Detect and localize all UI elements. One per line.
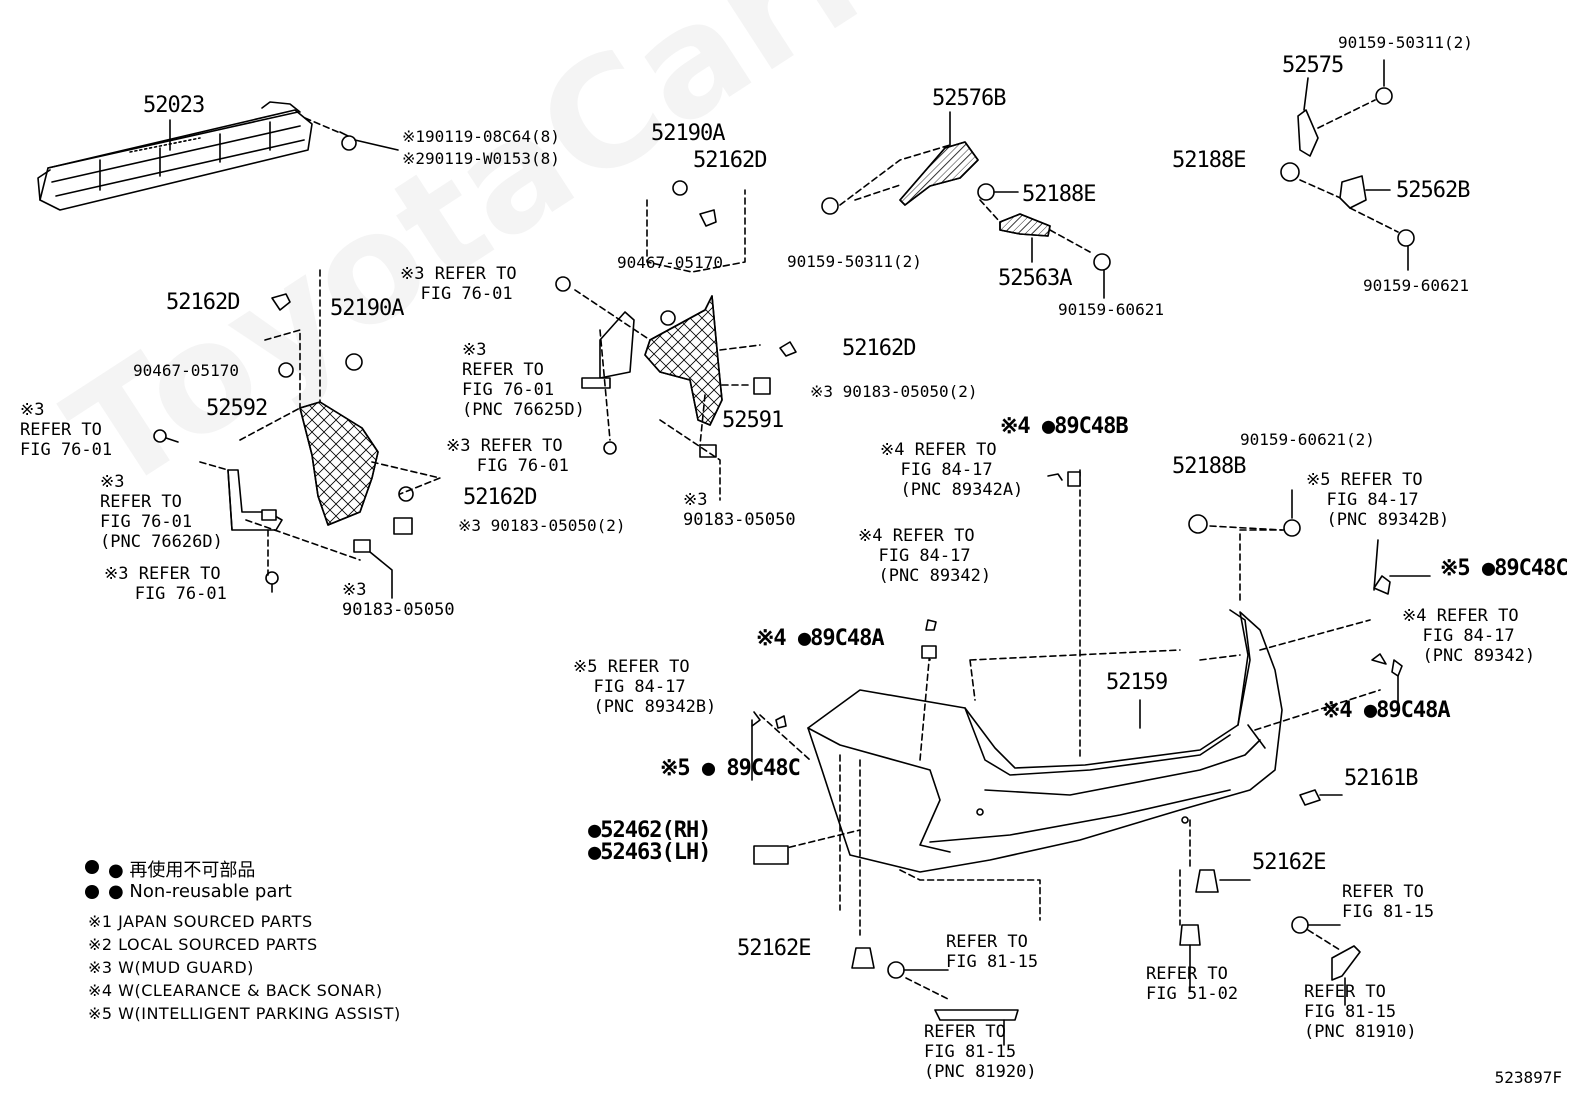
label-90159-60621-mid: 90159-60621 bbox=[1058, 300, 1164, 319]
reflectors bbox=[934, 945, 1361, 1046]
label-52462-52463: ●52462(RH) ●52463(LH) bbox=[588, 818, 711, 865]
legend-note-2: ※2 LOCAL SOURCED PARTS bbox=[88, 935, 318, 954]
figure-code: 523897F bbox=[1494, 1068, 1562, 1087]
ref-fig-81-15-right: REFER TO FIG 81-15 bbox=[1342, 882, 1435, 922]
ref-fig-51-02: REFER TO FIG 51-02 bbox=[1146, 964, 1239, 1004]
label-52575: 52575 bbox=[1282, 53, 1344, 78]
label-90183-05050-2-right: ※3 90183-05050(2) bbox=[810, 382, 978, 401]
ref-pnc-81910: REFER TO FIG 81-15 (PNC 81910) bbox=[1304, 982, 1417, 1042]
mud-guard-left bbox=[227, 469, 283, 531]
label-90467-05170-top: 90467-05170 bbox=[617, 253, 723, 272]
label-52562B: 52562B bbox=[1396, 178, 1470, 203]
push-clips-52162E bbox=[851, 869, 1341, 1001]
ref3-fig-76-01-d: ※3 REFER TO FIG 76-01 bbox=[104, 564, 227, 604]
mud-guard-center bbox=[581, 311, 635, 389]
bracket-52575 bbox=[1297, 77, 1319, 157]
ref-fig-81-15-mid: REFER TO FIG 81-15 bbox=[946, 932, 1039, 972]
legend-note-1: ※1 JAPAN SOURCED PARTS bbox=[88, 912, 313, 931]
label-52188E-mid: 52188E bbox=[1022, 182, 1096, 207]
label-52162E-right: 52162E bbox=[1252, 850, 1326, 875]
bolt-90119 bbox=[339, 131, 399, 151]
label-52563A: 52563A bbox=[998, 266, 1072, 291]
label-90467-05170-left: 90467-05170 bbox=[133, 361, 239, 380]
label-52188B: 52188B bbox=[1172, 454, 1246, 479]
ref4-pnc-89342A: ※4 REFER TO FIG 84-17 (PNC 89342A) bbox=[880, 440, 1024, 500]
label-52591: 52591 bbox=[722, 408, 784, 433]
legend-note-3: ※3 W(MUD GUARD) bbox=[88, 958, 254, 977]
ref4-pnc-89342-right: ※4 REFER TO FIG 84-17 (PNC 89342) bbox=[1402, 606, 1536, 666]
sensors-and-clips bbox=[751, 471, 1431, 865]
ref3-90183-05050-left: ※3 90183-05050 bbox=[342, 580, 455, 620]
label-52162D-low: 52162D bbox=[463, 485, 537, 510]
ref3-fig-76-01-c: ※3 REFER TO FIG 76-01 bbox=[20, 400, 113, 460]
label-52592: 52592 bbox=[206, 396, 268, 421]
clips-left bbox=[153, 293, 414, 593]
label-90159-50311-mid: 90159-50311(2) bbox=[787, 252, 922, 271]
ref3-fig-76-01-a: ※3 REFER TO FIG 76-01 bbox=[400, 264, 517, 304]
legend-note-4: ※4 W(CLEARANCE & BACK SONAR) bbox=[88, 981, 383, 1000]
legend-note-5: ※5 W(INTELLIGENT PARKING ASSIST) bbox=[88, 1004, 401, 1023]
ref3-pnc-76625D: ※3 REFER TO FIG 76-01 (PNC 76625D) bbox=[462, 340, 585, 420]
rear-bumper-cover-52159 bbox=[807, 609, 1283, 873]
label-52162D-top: 52162D bbox=[693, 148, 767, 173]
ref5-pnc-89342B-right: ※5 REFER TO FIG 84-17 (PNC 89342B) bbox=[1306, 470, 1450, 530]
reinforcement-beam-52023 bbox=[37, 101, 313, 211]
label-52576B: 52576B bbox=[932, 86, 1006, 111]
label-52023: 52023 bbox=[143, 93, 205, 118]
bracket-52591 bbox=[644, 295, 723, 426]
label-52162D-mid: 52162D bbox=[842, 336, 916, 361]
label-52162D-left: 52162D bbox=[166, 290, 240, 315]
legend-non-reusable-en: ● Non-reusable part bbox=[108, 881, 292, 902]
retainer-52563A bbox=[999, 213, 1051, 237]
label-90119: ※190119-08C64(8) ※290119-W0153(8) bbox=[402, 127, 560, 168]
ref3-fig-76-01-b: ※3 REFER TO FIG 76-01 bbox=[446, 436, 569, 476]
stay-52576B bbox=[899, 111, 979, 206]
label-89C48A-right: ※4 ●89C48A bbox=[1322, 698, 1451, 723]
legend-non-reusable-jp: ● 再使用不可部品 bbox=[108, 860, 256, 881]
label-52162E-left: 52162E bbox=[737, 936, 811, 961]
label-90159-60621-tr: 90159-60621 bbox=[1363, 276, 1469, 295]
ref3-pnc-76626D: ※3 REFER TO FIG 76-01 (PNC 76626D) bbox=[100, 472, 223, 552]
label-90159-50311-tr: 90159-50311(2) bbox=[1338, 33, 1473, 52]
ref3-90183-05050-center: ※3 90183-05050 bbox=[683, 490, 796, 530]
label-89C48C-left: ※5 ● 89C48C bbox=[660, 756, 801, 781]
label-52161B: 52161B bbox=[1344, 766, 1418, 791]
ref4-pnc-89342-a: ※4 REFER TO FIG 84-17 (PNC 89342) bbox=[858, 526, 992, 586]
ref-pnc-81920: REFER TO FIG 81-15 (PNC 81920) bbox=[924, 1022, 1037, 1082]
bracket-52562B bbox=[1339, 175, 1391, 209]
label-52159: 52159 bbox=[1106, 670, 1168, 695]
label-89C48C-right: ※5 ●89C48C bbox=[1440, 556, 1569, 581]
label-52190A-top: 52190A bbox=[651, 121, 725, 146]
label-52188E-tr: 52188E bbox=[1172, 148, 1246, 173]
label-52190A-left: 52190A bbox=[330, 296, 404, 321]
label-89C48A-left: ※4 ●89C48A bbox=[756, 626, 885, 651]
label-90183-05050-2-left: ※3 90183-05050(2) bbox=[458, 516, 626, 535]
label-90159-60621-2: 90159-60621(2) bbox=[1240, 430, 1375, 449]
label-89C48B: ※4 ●89C48B bbox=[1000, 414, 1129, 439]
bracket-52592 bbox=[299, 401, 379, 526]
ref5-pnc-89342B-left: ※5 REFER TO FIG 84-17 (PNC 89342B) bbox=[573, 657, 717, 717]
